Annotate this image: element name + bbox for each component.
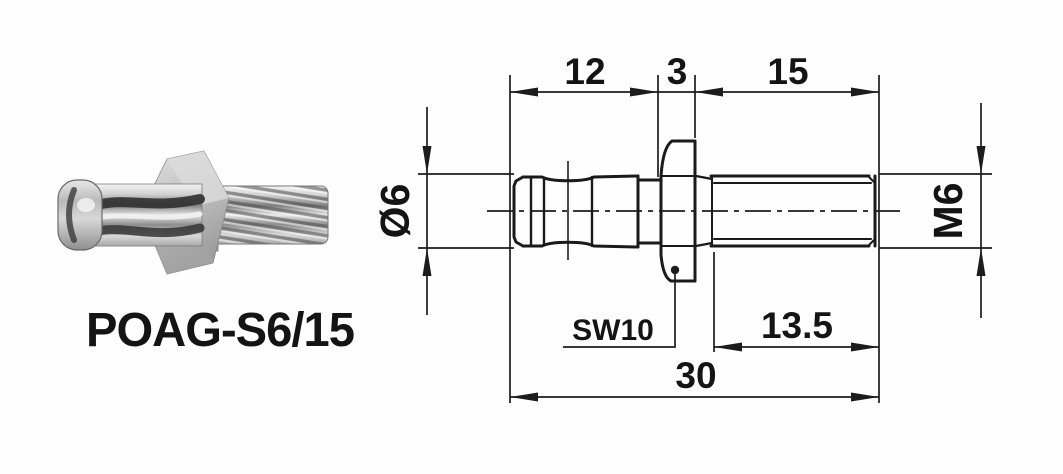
dim-plug-diameter: Ø6 bbox=[372, 107, 432, 315]
dim-thread-usable: 13.5 bbox=[714, 305, 879, 352]
dim-value-sw10: SW10 bbox=[572, 314, 654, 347]
callout-wrench-size: SW10 bbox=[563, 265, 680, 348]
dim-value-m6: M6 bbox=[925, 183, 971, 240]
extension-lines bbox=[418, 75, 992, 403]
photo-plug-body bbox=[89, 183, 205, 247]
dim-value-15: 15 bbox=[767, 51, 808, 92]
dim-top-chain: 12 3 15 bbox=[510, 51, 879, 97]
photo-cap-tip bbox=[57, 179, 103, 251]
part-outline bbox=[487, 139, 904, 283]
photo-threaded-shaft bbox=[211, 185, 329, 245]
dim-value-3: 3 bbox=[667, 51, 688, 92]
dim-value-12: 12 bbox=[564, 51, 605, 92]
dim-value-dia6: Ø6 bbox=[372, 184, 418, 239]
dim-thread-size: M6 bbox=[925, 103, 986, 318]
dim-overall-length: 30 bbox=[510, 355, 879, 402]
dim-value-13-5: 13.5 bbox=[761, 305, 833, 346]
technical-drawing: 12 3 15 Ø6 M6 13.5 bbox=[372, 51, 992, 403]
product-photo bbox=[57, 150, 329, 275]
dim-value-30: 30 bbox=[675, 355, 716, 396]
part-name-label: POAG-S6/15 bbox=[86, 304, 354, 357]
